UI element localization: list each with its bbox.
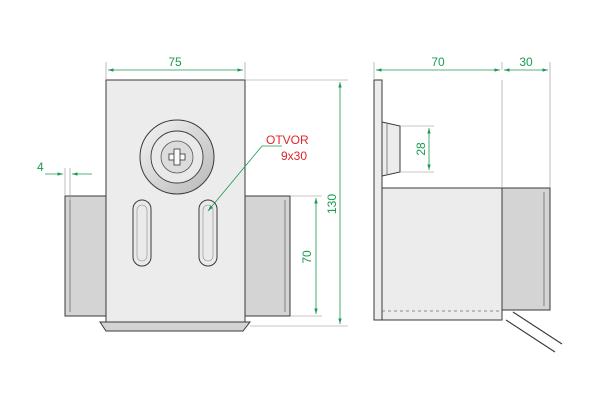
right-wing [244,195,291,317]
side-view [373,79,563,353]
tab-height-label: 28 [414,142,428,156]
side-body [381,187,503,321]
nut-tab [381,121,401,177]
mounting-stem [505,311,563,353]
slot-right [198,199,218,267]
side-width-label: 70 [431,55,445,69]
front-view [64,79,291,332]
height-label: 130 [325,194,339,214]
main-plate [105,79,246,323]
thickness-label: 4 [37,160,44,174]
hole-leader-line [208,145,282,211]
depth-label: 30 [519,55,533,69]
hole-callout-name: OTVOR [266,133,309,147]
bolt-head [139,119,215,195]
left-wing [64,195,107,317]
width-label: 75 [168,55,182,69]
lower-height-label: 70 [300,250,314,264]
back-plate [373,79,383,321]
bottom-flange [99,321,252,332]
phillips-screw-icon [168,148,186,166]
front-dimensions: 75 4 130 70 OTVOR 9x30 [37,55,348,327]
slot-left [132,199,152,267]
side-flange [501,187,551,311]
side-dimensions: 70 30 28 [373,55,551,188]
hole-callout-size: 9x30 [281,149,307,163]
